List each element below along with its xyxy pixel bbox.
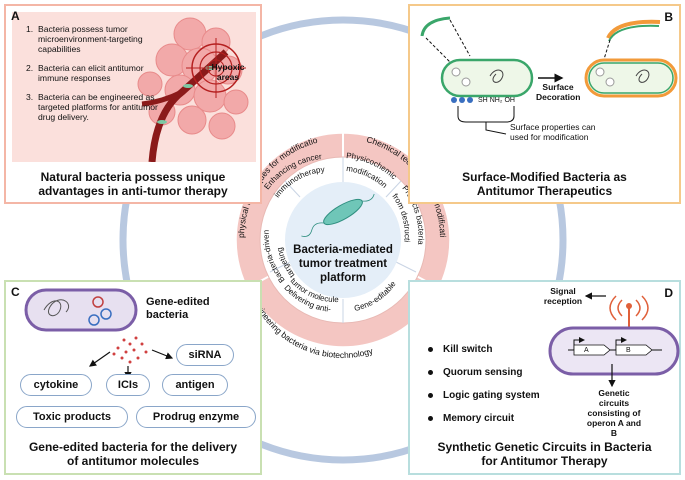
list-item: 2.Bacteria can elicit antitumor immune r… bbox=[26, 63, 144, 83]
panel-natural-bacteria: 1.Bacteria possess tumor microenvironmen… bbox=[4, 4, 262, 204]
product-prodrug: Prodrug enzyme bbox=[136, 406, 256, 428]
list-item: Logic gating system bbox=[428, 384, 540, 407]
list-item: Memory circuit bbox=[428, 407, 540, 430]
product-cytokine: cytokine bbox=[20, 374, 92, 396]
gene-edited-header: Gene-edited bacteria bbox=[146, 296, 210, 321]
panel-a-illustration: 1.Bacteria possess tumor microenvironmen… bbox=[12, 12, 256, 162]
bacterium-gene-edited-icon bbox=[24, 288, 138, 332]
bullet-icon bbox=[428, 416, 433, 421]
panel-b-title: Surface-Modified Bacteria as Antitumor T… bbox=[462, 170, 627, 198]
panel-surface-modified: B Surface Decoration SH NH₂ OH Surface p… bbox=[408, 4, 681, 204]
signal-reception-label: Signal reception bbox=[543, 286, 583, 306]
functional-groups: SH NH₂ OH bbox=[478, 97, 515, 104]
circuit-list: Kill switch Quorum sensing Logic gating … bbox=[428, 338, 540, 430]
bacterium-circuit-icon bbox=[548, 326, 680, 376]
tumor-illustration-icon bbox=[137, 17, 249, 162]
gene-edited-illustration bbox=[24, 288, 174, 380]
surface-properties-note: Surface properties can used for modifica… bbox=[510, 122, 596, 142]
hypoxic-areas-label: Hypoxic areas bbox=[211, 62, 245, 82]
gene-b-label: B bbox=[626, 347, 631, 354]
center-title-line1: Bacteria-mediated bbox=[293, 244, 393, 256]
product-antigen: antigen bbox=[162, 374, 228, 396]
list-item: 3.Bacteria can be engineered as targeted… bbox=[26, 92, 158, 122]
surface-decoration-label: Surface Decoration bbox=[536, 82, 581, 102]
gene-a-label: A bbox=[584, 347, 589, 354]
coating-fragment-icon bbox=[606, 19, 661, 40]
panel-letter-c: C bbox=[11, 285, 20, 299]
panel-c-title: Gene-edited bacteria for the delivery of… bbox=[28, 440, 238, 468]
panel-letter-d: D bbox=[664, 286, 673, 300]
genetic-circuits-note: Genetic circuits consisting of operon A … bbox=[586, 388, 642, 438]
list-item: 1.Bacteria possess tumor microenvironmen… bbox=[26, 24, 143, 54]
panel-a-title: Natural bacteria possess unique advantag… bbox=[38, 170, 228, 198]
panel-d-title: Synthetic Genetic Circuits in Bacteria f… bbox=[437, 440, 652, 468]
gene-a-icon bbox=[573, 344, 611, 356]
panel-letter-a: A bbox=[11, 9, 20, 23]
list-item: Quorum sensing bbox=[428, 361, 540, 384]
bullet-icon bbox=[428, 393, 433, 398]
panel-gene-edited: C Gene-edited bacteria cytokine ICIs siR… bbox=[4, 280, 262, 475]
gene-b-icon bbox=[615, 344, 653, 356]
background-ring bbox=[119, 16, 567, 464]
product-toxic: Toxic products bbox=[16, 406, 128, 428]
bacterium-left-icon bbox=[440, 58, 534, 98]
membrane-fragment-icon bbox=[420, 16, 451, 37]
center-title: Bacteria-mediated tumor treatment platfo… bbox=[283, 243, 403, 285]
panel-letter-b: B bbox=[664, 10, 673, 24]
center-title-line3: platform bbox=[320, 272, 366, 284]
core-circle bbox=[285, 182, 401, 298]
surface-decoration-illustration bbox=[420, 16, 678, 135]
bacterium-icon bbox=[301, 193, 375, 237]
product-icis: ICIs bbox=[106, 374, 150, 396]
bullet-icon bbox=[428, 370, 433, 375]
genetic-circuit-illustration bbox=[548, 292, 680, 388]
bacterium-decorated-icon bbox=[584, 58, 678, 98]
list-item: Kill switch bbox=[428, 338, 540, 361]
bullet-icon bbox=[428, 347, 433, 352]
product-sirna: siRNA bbox=[176, 344, 234, 366]
panel-genetic-circuits: D Signal reception A B Kill switch Quoru… bbox=[408, 280, 681, 475]
panel-a-list: 1.Bacteria possess tumor microenvironmen… bbox=[26, 24, 158, 131]
center-title-line2: tumor treatment bbox=[298, 258, 388, 270]
